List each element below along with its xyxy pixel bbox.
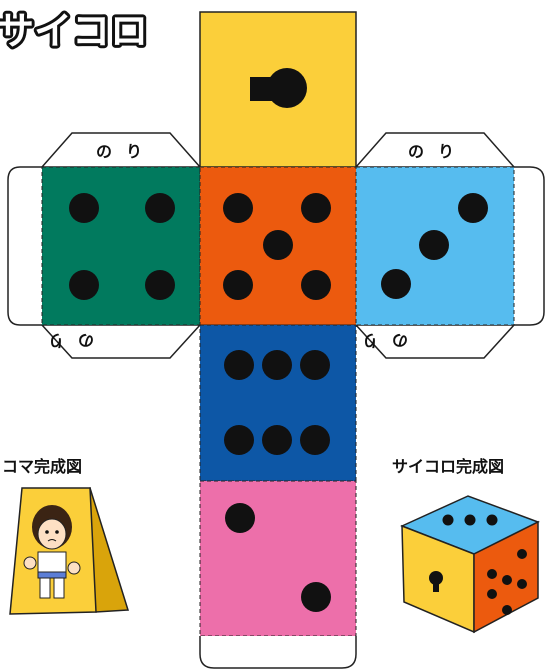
pip: [487, 515, 498, 526]
right-face: [356, 167, 514, 325]
pip: [262, 350, 292, 380]
saikoro-caption: サイコロ完成図: [392, 457, 504, 476]
pip: [263, 230, 293, 260]
pip: [301, 270, 331, 300]
pip: [300, 350, 330, 380]
pip: [381, 269, 411, 299]
title-logo: サイコロ サイコロ: [0, 9, 148, 53]
glue-label-left-bottom: のり: [34, 331, 94, 350]
pip: [145, 270, 175, 300]
left-face: [42, 167, 200, 325]
pip: [223, 193, 253, 223]
right-glue-tab-top: のり: [356, 133, 514, 167]
pip: [224, 425, 254, 455]
pip: [502, 575, 512, 585]
right-side-tab: [514, 167, 544, 325]
pip: [300, 425, 330, 455]
lower-face: [200, 325, 356, 481]
pip: [502, 605, 512, 615]
pip: [517, 549, 527, 559]
pip: [69, 270, 99, 300]
left-glue-tab-bottom: のり: [34, 325, 200, 358]
bottom-tab: [200, 636, 356, 668]
pip: [301, 193, 331, 223]
left-glue-tab-top: のり: [42, 133, 200, 167]
glue-label-right-bottom: のり: [348, 331, 408, 350]
koma-illustration: [10, 488, 128, 614]
pip: [487, 589, 497, 599]
right-glue-tab-bottom: のり: [348, 325, 514, 358]
pip: [443, 515, 454, 526]
pip: [223, 270, 253, 300]
pip: [145, 193, 175, 223]
title-text-fill: サイコロ: [0, 9, 148, 53]
left-side-tab: [8, 167, 42, 325]
top-face: [200, 12, 356, 167]
pip: [465, 515, 476, 526]
koma-caption: コマ完成図: [2, 457, 82, 476]
pip: [419, 230, 449, 260]
bottom-face: [200, 481, 356, 636]
pip: [458, 193, 488, 223]
saikoro-illustration: [402, 496, 538, 632]
glue-label-right-top: のり: [408, 142, 468, 161]
center-face: [200, 167, 356, 325]
pip: [262, 425, 292, 455]
pip: [487, 569, 497, 579]
pip: [517, 579, 527, 589]
pip: [225, 503, 255, 533]
glue-label-left-top: のり: [96, 142, 156, 161]
pip: [224, 350, 254, 380]
pip: [301, 582, 331, 612]
pip: [69, 193, 99, 223]
